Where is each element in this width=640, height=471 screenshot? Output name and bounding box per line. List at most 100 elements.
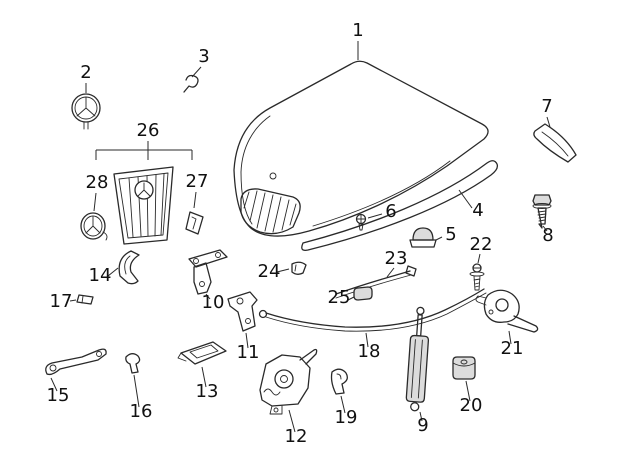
clip-24-detail bbox=[294, 264, 297, 272]
leader-4 bbox=[458, 189, 473, 209]
lock-body bbox=[259, 354, 311, 407]
bolt-shank bbox=[537, 207, 547, 229]
callout-14: 14 bbox=[89, 265, 112, 286]
latch-hole bbox=[495, 298, 509, 312]
grille-inner-frame bbox=[118, 172, 169, 239]
callout-26: 26 bbox=[137, 120, 160, 141]
stop-20-top-line bbox=[452, 362, 476, 367]
callout-27: 27 bbox=[186, 171, 209, 192]
leader-5 bbox=[435, 236, 443, 241]
bracket-14-detail bbox=[124, 255, 131, 275]
leader-27 bbox=[193, 191, 197, 209]
strut-bottom-eyelet bbox=[410, 402, 420, 412]
leader-23 bbox=[386, 267, 395, 278]
arm-15-hole-b bbox=[96, 351, 102, 357]
release-cable-long-18: 18 bbox=[258, 288, 487, 362]
callout-28: 28 bbox=[86, 172, 109, 193]
hinge-hole-b bbox=[215, 252, 221, 258]
callout-4: 4 bbox=[472, 200, 483, 221]
leader-11 bbox=[245, 332, 249, 349]
clip-3-shape bbox=[183, 74, 199, 93]
hinge-hole-a bbox=[193, 258, 199, 264]
plate-13-tab bbox=[177, 352, 187, 362]
callout-8: 8 bbox=[542, 225, 553, 246]
lock-lower-tab bbox=[269, 405, 283, 415]
badge-outer bbox=[80, 212, 106, 240]
callout-17: 17 bbox=[50, 291, 73, 312]
leader-12 bbox=[288, 409, 296, 433]
screw-22-shank bbox=[473, 275, 481, 291]
callout-15: 15 bbox=[47, 385, 70, 406]
badge-star bbox=[85, 216, 101, 234]
buffer-base bbox=[409, 239, 437, 248]
grille-badge-star bbox=[137, 182, 151, 197]
hinge-lower-bracket-11: 11 bbox=[227, 291, 259, 363]
trim-27-detail bbox=[191, 216, 197, 230]
strut-cylinder bbox=[405, 334, 430, 403]
leader-21 bbox=[508, 330, 512, 345]
leader-7 bbox=[546, 116, 551, 128]
emblem-mount-hole bbox=[269, 172, 277, 180]
hood-seal-strip: 4 bbox=[301, 160, 499, 251]
leader-10 bbox=[205, 293, 211, 300]
clip-3: 3 bbox=[183, 46, 210, 93]
trim-27-shape bbox=[185, 211, 204, 235]
safety-hook-19: 19 bbox=[330, 368, 357, 428]
rubber-stop-20: 20 bbox=[452, 356, 482, 416]
callout-2: 2 bbox=[80, 62, 91, 83]
cable-23-end-fitting bbox=[405, 265, 417, 277]
arm-15-shape bbox=[45, 348, 107, 376]
clip-16-shape bbox=[125, 353, 141, 374]
side-trim-strip: 7 bbox=[533, 96, 577, 163]
stop-20-hole bbox=[460, 359, 468, 365]
leader-14 bbox=[107, 267, 119, 277]
bolt-head bbox=[532, 194, 552, 206]
screw-6-shank bbox=[358, 223, 364, 231]
clip-24-shape bbox=[291, 261, 307, 275]
buffer-stop-5: 5 bbox=[409, 224, 457, 248]
callout-25: 25 bbox=[328, 287, 351, 308]
gas-strut-9 bbox=[405, 306, 430, 412]
cable-23-line bbox=[335, 270, 411, 295]
leader-15 bbox=[50, 377, 58, 392]
gas-strut-9-callout: 9 bbox=[417, 411, 429, 436]
screw-22: 22 bbox=[470, 234, 493, 291]
hood-lock-12: 12 bbox=[259, 348, 318, 447]
hood-front-crease bbox=[312, 160, 451, 227]
strut-shade-b bbox=[417, 339, 423, 399]
grille-assembly: 26 28 27 bbox=[80, 120, 209, 245]
callout-22: 22 bbox=[470, 234, 493, 255]
callout-13: 13 bbox=[196, 381, 219, 402]
lock-lever bbox=[299, 348, 318, 365]
callout-21: 21 bbox=[501, 338, 524, 359]
leader-17 bbox=[69, 299, 77, 302]
bracket-11-hole-b bbox=[245, 318, 251, 324]
bolt-threads bbox=[537, 210, 547, 222]
buffer-dome bbox=[412, 227, 434, 241]
leader-8 bbox=[542, 225, 548, 232]
grommet-shape bbox=[353, 286, 373, 301]
latch-hook bbox=[475, 295, 487, 306]
hook-19-shape bbox=[330, 368, 348, 395]
cable-23-line2 bbox=[335, 274, 412, 299]
leader-25 bbox=[347, 296, 355, 301]
leader-20 bbox=[465, 380, 471, 402]
bracket-11-shape bbox=[227, 291, 258, 332]
callout-6: 6 bbox=[385, 201, 396, 222]
callout-12: 12 bbox=[285, 426, 308, 447]
lock-ring bbox=[274, 369, 294, 389]
leader-13 bbox=[201, 366, 207, 388]
hinge-bracket-14: 14 bbox=[89, 250, 140, 286]
badge-tab bbox=[102, 231, 108, 241]
leader-26-bracket bbox=[95, 141, 193, 160]
grille-badge-28: 28 bbox=[80, 172, 109, 241]
emblem-star bbox=[76, 96, 96, 117]
hood-outline bbox=[233, 60, 489, 237]
hinge-hole-c bbox=[199, 281, 205, 287]
badge-inner bbox=[83, 215, 103, 237]
grille-outline bbox=[113, 166, 174, 245]
grille-opening bbox=[240, 188, 301, 235]
callout-7: 7 bbox=[541, 96, 552, 117]
